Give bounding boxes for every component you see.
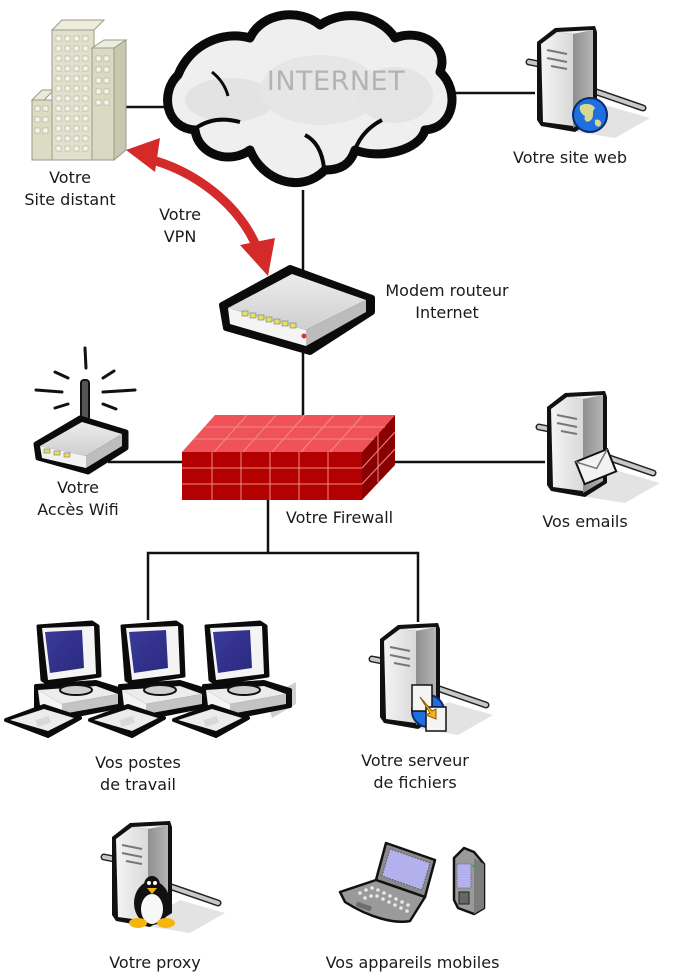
connection-lines (108, 91, 545, 622)
brick-firewall-icon (182, 414, 396, 500)
vpn-double-arrow-icon (126, 138, 275, 276)
modem-router-icon (219, 265, 375, 355)
mail-server-icon (539, 391, 660, 503)
emails-label: Vos emails (525, 511, 645, 533)
emails-label-line-1: Vos emails (542, 512, 628, 531)
proxy-label-line-1: Votre proxy (109, 953, 201, 972)
wifi-access-point-icon (33, 346, 137, 475)
mobile-label: Vos appareils mobiles (305, 952, 520, 974)
file-server-label-line-1: Votre serveur (361, 751, 469, 770)
wifi-label: Votre Accès Wifi (18, 477, 138, 521)
mobile-devices-icon (338, 841, 486, 923)
file-server-label-line-2: de fichiers (373, 773, 457, 792)
workstation-pc-icon (172, 620, 296, 738)
internet-label: INTERNET (267, 66, 405, 97)
website-label-line-1: Votre site web (513, 148, 627, 167)
remote-site-label-line-1: Votre (49, 168, 91, 187)
workstations-label-line-1: Vos postes (95, 753, 181, 772)
wifi-label-line-2: Accès Wifi (37, 500, 119, 519)
modem-label-line-1: Modem routeur (385, 281, 509, 300)
remote-site-label: Votre Site distant (0, 167, 140, 211)
wifi-label-line-1: Votre (57, 478, 99, 497)
modem-label-line-2: Internet (415, 303, 479, 322)
workstation-pc-icon (88, 620, 212, 738)
firewall-label: Votre Firewall (272, 507, 407, 529)
linux-proxy-server-icon (104, 821, 225, 933)
link-lan-workstations (146, 551, 420, 622)
web-server-globe-icon (529, 26, 650, 138)
vpn-label: Votre VPN (140, 204, 220, 248)
internet-cloud-icon: INTERNET (163, 10, 457, 188)
file-server-label: Votre serveur de fichiers (345, 750, 485, 794)
website-label: Votre site web (495, 147, 645, 169)
mobile-label-line-1: Vos appareils mobiles (325, 953, 500, 972)
office-buildings-icon (30, 19, 128, 162)
laptop-icon (338, 841, 437, 923)
workstation-pc-icon (4, 620, 128, 738)
workstations-label: Vos postes de travail (78, 752, 198, 796)
modem-label: Modem routeur Internet (372, 280, 522, 324)
phone-icon (452, 846, 486, 916)
proxy-label: Votre proxy (90, 952, 220, 974)
workstations-icon (4, 620, 296, 738)
firewall-label-line-1: Votre Firewall (285, 508, 394, 527)
workstations-label-line-2: de travail (100, 775, 176, 794)
vpn-label-line-1: Votre (159, 205, 201, 224)
vpn-label-line-2: VPN (163, 227, 197, 246)
file-server-icon (372, 623, 493, 735)
remote-site-label-line-2: Site distant (24, 190, 116, 209)
